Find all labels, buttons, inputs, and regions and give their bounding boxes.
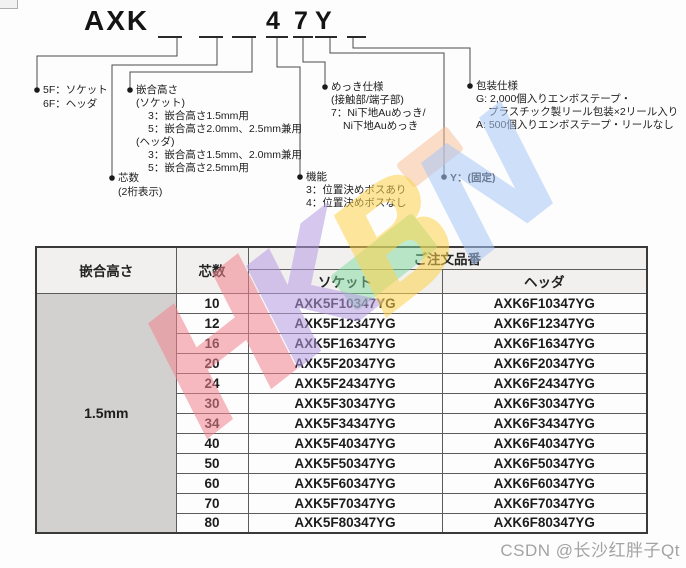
- callout-line: 3：嵌合高さ1.5mm、2.0mm兼用: [148, 149, 303, 161]
- callout-fixed: Y：(固定): [450, 172, 496, 185]
- callout-packing: 包装仕様 G: 2,000個入りエンボステープ・ プラスチック製リール包装×2リ…: [476, 80, 678, 132]
- callout-line: プラスチック製リール包装×2リール入り: [488, 106, 679, 118]
- col-header-pin-count: 芯数: [175, 246, 249, 294]
- part-code-digit-fixed: Y: [315, 7, 332, 35]
- callout-lines: [34, 36, 473, 181]
- header-part-cell: AXK6F20347YG: [441, 352, 648, 374]
- socket-part-cell: AXK5F10347YG: [247, 292, 443, 314]
- socket-part-cell: AXK5F34347YG: [247, 412, 443, 434]
- callout-line: A: 500個入りエンボステープ・リールなし: [476, 119, 674, 131]
- pin-count-cell: 12: [175, 312, 249, 334]
- pin-count-cell: 20: [175, 352, 249, 374]
- callout-function: 機能 3：位置決めボスあり 4：位置決めボスなし: [306, 171, 406, 210]
- callout-series: 5F：ソケット 6F：ヘッダ: [43, 84, 108, 112]
- header-part-cell: AXK6F16347YG: [441, 332, 648, 354]
- callout-line: (ソケット): [136, 97, 185, 109]
- pin-count-cell: 34: [175, 412, 249, 434]
- corner-fragment: [0, 0, 18, 9]
- credit-watermark: CSDN @长沙红胖子Qt: [500, 541, 680, 560]
- callout-pin-count: 芯数 (2桁表示): [118, 172, 162, 200]
- header-part-cell: AXK6F10347YG: [441, 292, 648, 314]
- pin-count-cell: 24: [175, 372, 249, 394]
- socket-part-cell: AXK5F24347YG: [247, 372, 443, 394]
- callout-line: 7：Ni下地Auめっき/: [331, 107, 426, 119]
- socket-part-cell: AXK5F80347YG: [247, 512, 443, 534]
- callout-line: 機能: [306, 171, 327, 183]
- pin-count-cell: 30: [175, 392, 249, 414]
- callout-line: (2桁表示): [118, 186, 163, 198]
- callout-line: 5：嵌合高さ2.5mm用: [148, 162, 249, 174]
- callout-line: Y：(固定): [450, 172, 496, 184]
- col-header-socket: ソケット: [247, 268, 443, 294]
- pin-count-cell: 16: [175, 332, 249, 354]
- socket-part-cell: AXK5F20347YG: [247, 352, 443, 374]
- callout-line: 6F：ヘッダ: [43, 98, 98, 110]
- callout-line: (ヘッダ): [136, 136, 175, 148]
- callout-line: 4：位置決めボスなし: [306, 197, 407, 209]
- callout-line: めっき仕様: [331, 81, 384, 93]
- socket-part-cell: AXK5F60347YG: [247, 472, 443, 494]
- callout-line: 3：位置決めボスあり: [306, 184, 407, 196]
- mating-height-merged-cell: 1.5mm: [35, 292, 177, 534]
- socket-part-cell: AXK5F30347YG: [247, 392, 443, 414]
- part-code-digit-plating: 7: [294, 7, 308, 35]
- callout-line: (接触部/端子部): [331, 94, 404, 106]
- callout-plating: めっき仕様 (接触部/端子部) 7：Ni下地Auめっき/ Ni下地Auめっき: [331, 81, 426, 133]
- header-part-cell: AXK6F24347YG: [441, 372, 648, 394]
- socket-part-cell: AXK5F40347YG: [247, 432, 443, 454]
- callout-line: Ni下地Auめっき: [343, 120, 419, 132]
- socket-part-cell: AXK5F70347YG: [247, 492, 443, 514]
- header-part-cell: AXK6F30347YG: [441, 392, 648, 414]
- callout-line: 3：嵌合高さ1.5mm用: [148, 110, 249, 122]
- header-part-cell: AXK6F34347YG: [441, 412, 648, 434]
- callout-line: 包装仕様: [476, 80, 518, 92]
- part-code-prefix: AXK: [84, 5, 150, 36]
- header-part-cell: AXK6F80347YG: [441, 512, 648, 534]
- header-part-cell: AXK6F50347YG: [441, 452, 648, 474]
- callout-mating-height: 嵌合高さ (ソケット) 3：嵌合高さ1.5mm用 5：嵌合高さ2.0mm、2.5…: [136, 84, 302, 175]
- socket-part-cell: AXK5F50347YG: [247, 452, 443, 474]
- callout-line: G: 2,000個入りエンボステープ・: [476, 93, 632, 105]
- col-header-mating-height: 嵌合高さ: [35, 246, 177, 294]
- pin-count-cell: 50: [175, 452, 249, 474]
- col-header-order-number: ご注文品番: [247, 246, 648, 270]
- callout-line: 芯数: [118, 172, 139, 184]
- socket-part-cell: AXK5F16347YG: [247, 332, 443, 354]
- col-header-header: ヘッダ: [441, 268, 648, 294]
- pin-count-cell: 80: [175, 512, 249, 534]
- pin-count-cell: 40: [175, 432, 249, 454]
- callout-line: 5：嵌合高さ2.0mm、2.5mm兼用: [148, 123, 303, 135]
- header-part-cell: AXK6F60347YG: [441, 472, 648, 494]
- header-part-cell: AXK6F12347YG: [441, 312, 648, 334]
- pin-count-cell: 70: [175, 492, 249, 514]
- header-part-cell: AXK6F40347YG: [441, 432, 648, 454]
- part-code-digit-function: 4: [266, 7, 280, 35]
- pin-count-cell: 10: [175, 292, 249, 314]
- callout-line: 嵌合高さ: [136, 84, 178, 96]
- pin-count-cell: 60: [175, 472, 249, 494]
- header-part-cell: AXK6F70347YG: [441, 492, 648, 514]
- callout-line: 5F：ソケット: [43, 84, 108, 96]
- socket-part-cell: AXK5F12347YG: [247, 312, 443, 334]
